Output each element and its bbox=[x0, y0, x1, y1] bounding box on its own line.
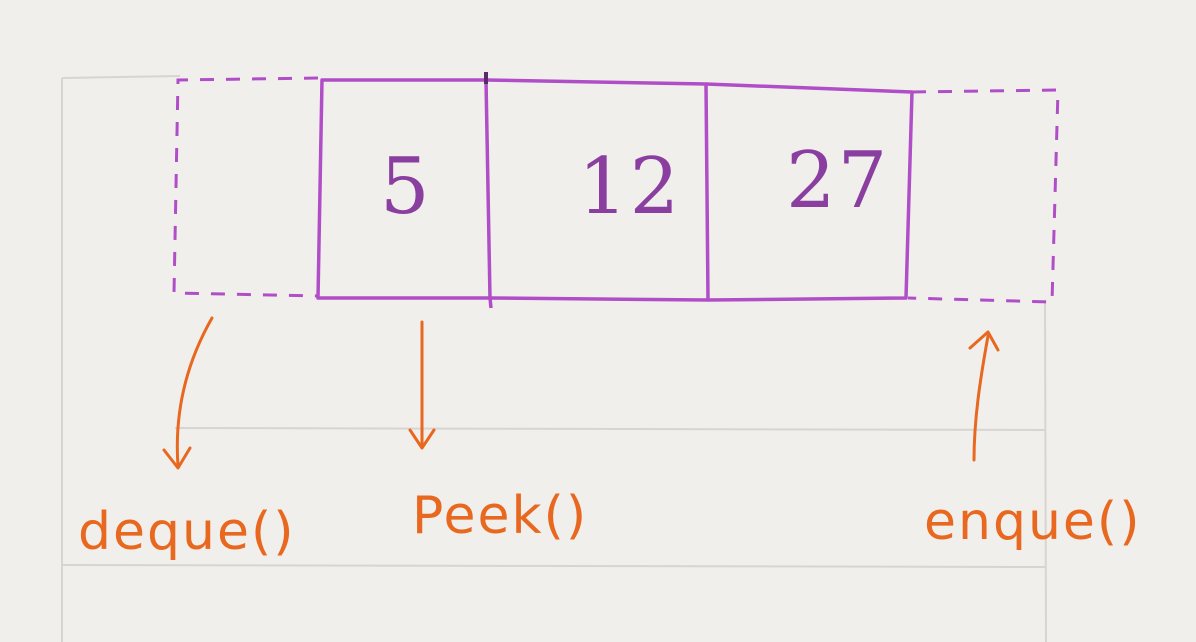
peek-label: Peek() bbox=[412, 486, 589, 546]
dequeue-arrow-icon bbox=[162, 316, 214, 470]
queue-cell-value-1: 5 bbox=[380, 142, 432, 232]
queue-cell-3 bbox=[705, 82, 914, 302]
queue-cell-2 bbox=[485, 78, 710, 302]
queue-cell-value-2: 12 bbox=[578, 142, 682, 232]
enqueue-arrow-icon bbox=[968, 330, 1000, 462]
queue-cells bbox=[316, 72, 914, 309]
enqueue-label: enque() bbox=[924, 492, 1142, 552]
dequeue-dashed-slot bbox=[172, 76, 319, 298]
queue-cell-value-3: 27 bbox=[786, 136, 890, 226]
dequeue-label: deque() bbox=[78, 502, 296, 562]
ruled-lines bbox=[61, 75, 1047, 642]
enqueue-dashed-slot bbox=[907, 88, 1060, 304]
peek-arrow-icon bbox=[408, 320, 436, 450]
